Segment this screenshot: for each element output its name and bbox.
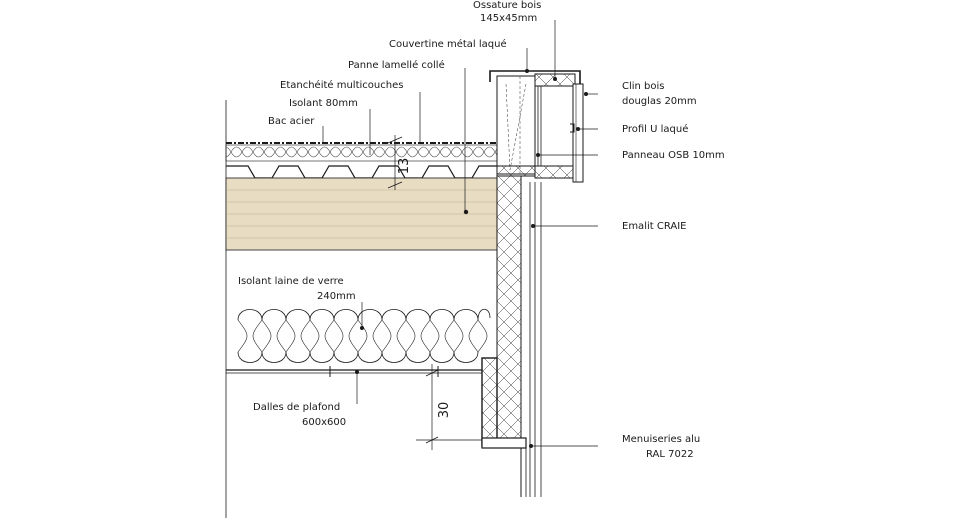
wood-cladding <box>572 83 584 183</box>
leader-lines <box>322 20 598 447</box>
glass-wool-inner-2 <box>252 319 479 353</box>
dim-tick <box>387 181 403 189</box>
metal-coping <box>489 70 581 86</box>
glass-wool-batt <box>237 308 491 321</box>
label-menuiseries-line1: Menuiseries alu <box>622 434 700 445</box>
label-etancheite: Etanchéité multicouches <box>280 79 403 91</box>
ceiling-dimension-label: 30 <box>437 402 452 419</box>
parapet-diagonal <box>509 83 527 171</box>
label-menuiseries-line2: RAL 7022 <box>646 449 694 460</box>
label-isolant-laine-line1: Isolant laine de verre <box>238 276 344 287</box>
ossature-bottom-block-outer <box>534 165 576 179</box>
glass-wool-inner <box>237 319 488 353</box>
label-dalles-line1: Dalles de plafond <box>253 402 340 413</box>
parapet-diagonal <box>505 83 511 171</box>
label-ossature-line1: Ossature bois <box>473 0 541 11</box>
dim-tick <box>387 136 403 144</box>
purlin-grain <box>226 189 497 239</box>
u-profile <box>570 123 575 133</box>
purlin-marker-dot <box>463 209 469 215</box>
label-profil-u: Profil U laqué <box>622 123 688 135</box>
label-isolant-laine-line2: 240mm <box>317 291 356 302</box>
ossature-bottom-block <box>496 165 536 177</box>
steel-deck <box>226 165 497 179</box>
roof-dimension-label: 13 <box>397 158 412 175</box>
label-ossature-line2: 145x45mm <box>480 13 537 24</box>
window-sill <box>481 437 527 449</box>
label-couvertine: Couvertine métal laqué <box>389 38 507 50</box>
ceiling-insulation: 30 <box>226 308 491 450</box>
callout-labels: Ossature bois 145x45mm Couvertine métal … <box>238 0 725 460</box>
window-frame-inner <box>481 357 498 447</box>
label-isolant80: Isolant 80mm <box>289 98 358 109</box>
label-clin-line1: Clin bois <box>622 81 665 92</box>
glass-wool-batt-bottom <box>237 351 479 363</box>
roof-insulation-80 <box>225 144 499 162</box>
label-bac-acier: Bac acier <box>268 116 315 127</box>
roof-buildup: 13 <box>225 135 499 251</box>
wall-section <box>481 175 542 497</box>
parapet <box>489 69 588 183</box>
wall-insulated-frame <box>496 175 522 447</box>
label-panneau-osb: Panneau OSB 10mm <box>622 150 725 161</box>
dim-tick <box>425 436 439 444</box>
label-emalit: Emalit CRAIE <box>622 221 686 232</box>
label-panne: Panne lamellé collé <box>348 59 445 71</box>
label-dalles-line2: 600x600 <box>302 417 346 428</box>
parapet-frame <box>496 75 536 175</box>
dim-tick <box>425 369 439 377</box>
label-clin-line2: douglas 20mm <box>622 96 697 107</box>
